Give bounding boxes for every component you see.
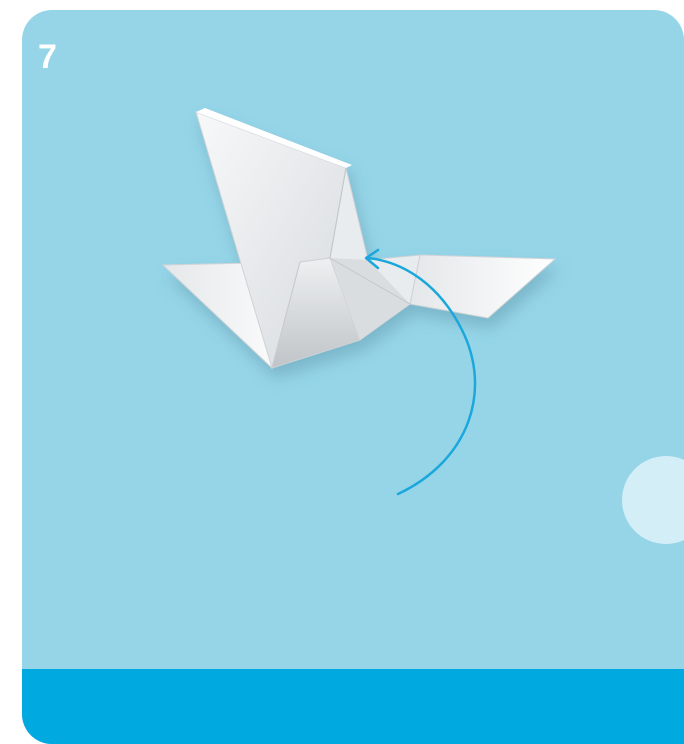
bottom-band — [22, 669, 684, 744]
origami-bird-icon — [163, 108, 555, 368]
decorative-circle — [622, 456, 684, 544]
